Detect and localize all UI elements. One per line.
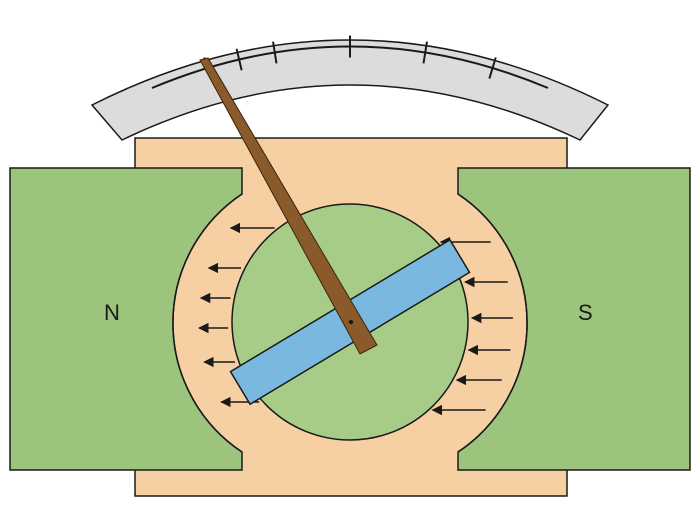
scale-ticks bbox=[203, 35, 497, 79]
pivot bbox=[348, 319, 354, 325]
field-lines bbox=[198, 222, 513, 416]
scale-tick bbox=[272, 41, 278, 64]
air-gap-right-outer bbox=[457, 193, 528, 453]
scale-tick bbox=[488, 57, 497, 79]
north-label: N bbox=[104, 300, 120, 325]
south-label: S bbox=[578, 300, 593, 325]
scale-tick bbox=[235, 48, 243, 71]
pointer-needle bbox=[199, 57, 378, 355]
scale-tick bbox=[422, 41, 428, 64]
air-gap-left-outer bbox=[172, 193, 243, 453]
